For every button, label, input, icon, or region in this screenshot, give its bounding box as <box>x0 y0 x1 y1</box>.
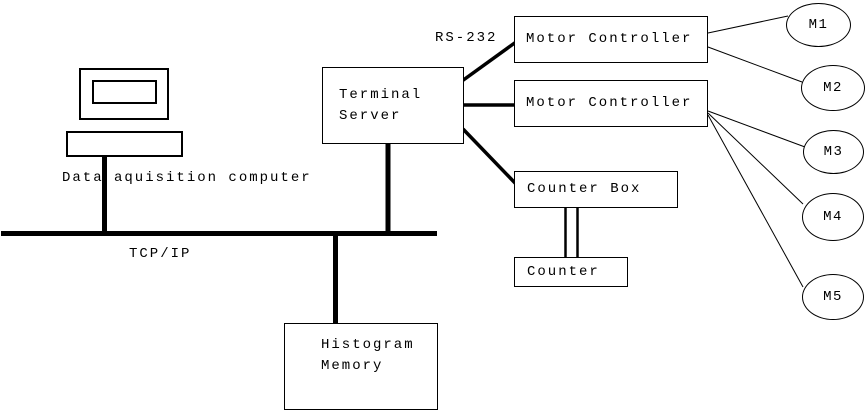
computer-keyboard-icon <box>66 131 183 157</box>
node-counter: Counter <box>514 257 628 287</box>
motor-m4-label: M4 <box>823 209 843 225</box>
terminal-server-label: Terminal Server <box>339 86 423 124</box>
counter-box-label: Counter Box <box>527 181 642 197</box>
node-motor-m4: M4 <box>802 193 864 241</box>
node-terminal-server: Terminal Server <box>322 67 464 144</box>
node-motor-m3: M3 <box>803 130 864 174</box>
mc1-m1-link <box>707 15 789 34</box>
ts-counter-box-link <box>461 127 518 186</box>
counter-label: Counter <box>527 263 600 280</box>
node-motor-controller-2: Motor Controller <box>514 80 708 127</box>
node-counter-box: Counter Box <box>514 171 678 208</box>
node-motor-controller-1: Motor Controller <box>514 16 708 63</box>
histogram-memory-label: Histogram Memory <box>321 337 415 374</box>
motor-m1-label: M1 <box>808 17 829 33</box>
rs232-label: RS-232 <box>435 30 498 46</box>
mc2-m3-link <box>707 110 806 148</box>
mc2-m4-link <box>707 112 804 205</box>
computer-screen-icon <box>92 80 157 104</box>
motor-controller-1-label: Motor Controller <box>526 31 693 47</box>
node-motor-m2: M2 <box>801 65 865 111</box>
node-motor-m5: M5 <box>802 274 864 320</box>
motor-controller-2-label: Motor Controller <box>526 95 693 111</box>
node-histogram-memory: Histogram Memory <box>284 323 438 410</box>
motor-m2-label: M2 <box>823 80 843 96</box>
motor-m5-label: M5 <box>823 289 843 305</box>
ts-motor-controller-1-link <box>460 40 518 83</box>
data-acquisition-computer-label: Data aquisition computer <box>62 170 312 186</box>
mc2-m5-link <box>707 114 804 288</box>
tcpip-bus-label: TCP/IP <box>129 246 192 262</box>
node-motor-m1: M1 <box>786 3 851 47</box>
mc1-m2-link <box>707 46 803 83</box>
motor-m3-label: M3 <box>823 144 844 160</box>
